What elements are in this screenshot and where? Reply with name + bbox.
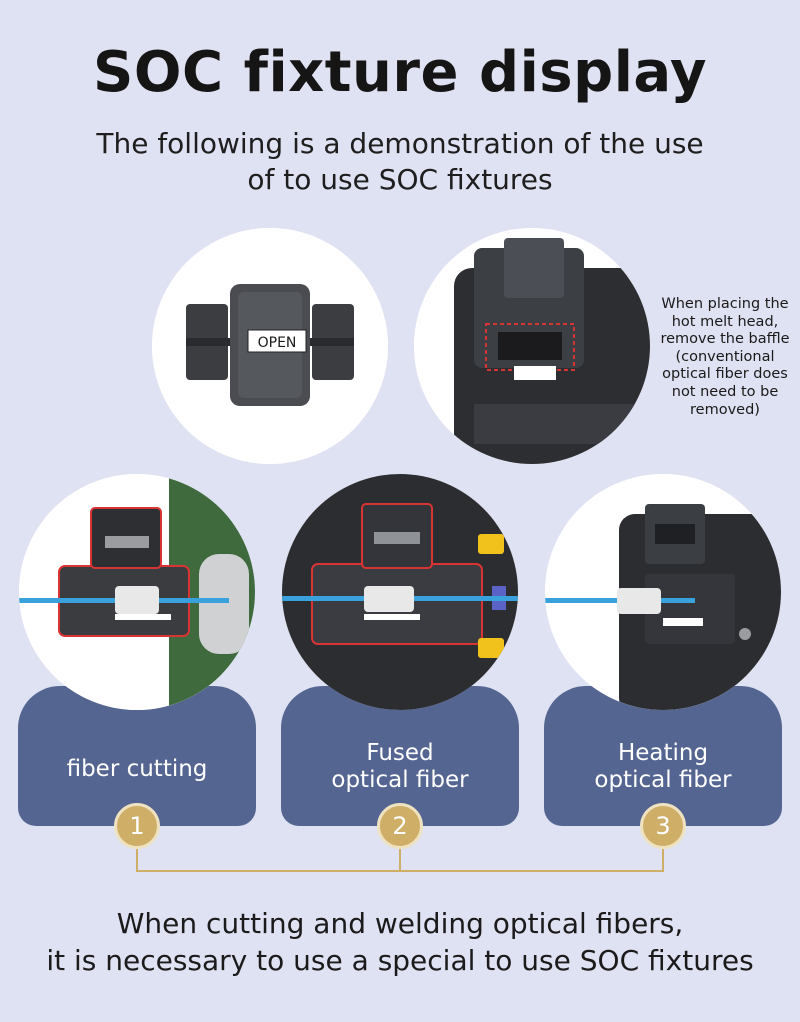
baffle-note: When placing the hot melt head, remove t…: [650, 296, 800, 419]
step-2-label-line-2: optical fiber: [331, 767, 469, 793]
splicer-baffle-illustration: [414, 228, 650, 464]
note-line: optical fiber does: [662, 366, 788, 383]
footer-text: When cutting and welding optical fibers,…: [0, 905, 800, 979]
splicer-fusing-illustration: [282, 474, 518, 710]
footer-line-2: it is necessary to use a special to use …: [46, 944, 754, 977]
baffle-photo: [414, 228, 650, 464]
note-line: (conventional: [675, 348, 775, 365]
note-line: removed): [690, 401, 760, 418]
step-2-label-line-1: Fused: [366, 740, 434, 766]
step-1-badge: 1: [114, 803, 160, 849]
note-line: remove the baffle: [660, 331, 790, 348]
note-line: not need to be: [671, 383, 779, 400]
heater-illustration: [545, 474, 781, 710]
step-2-badge: 2: [377, 803, 423, 849]
connector-stem: [136, 848, 138, 872]
fusing-photo: [282, 474, 518, 710]
fiber-cutter-illustration: [19, 474, 255, 710]
step-1-label: fiber cutting: [66, 756, 208, 782]
subtitle-line-2: of to use SOC fixtures: [247, 163, 553, 196]
subtitle-line-1: The following is a demonstration of the …: [96, 127, 704, 160]
page-subtitle: The following is a demonstration of the …: [0, 126, 800, 198]
step-3-label-line-1: Heating: [617, 740, 709, 766]
connector-stem: [399, 848, 401, 872]
fiber-cutting-photo: [19, 474, 255, 710]
note-line: hot melt head,: [671, 313, 779, 330]
connector-stem: [662, 848, 664, 872]
heating-photo: [545, 474, 781, 710]
open-label: OPEN: [258, 335, 297, 351]
step-3-badge: 3: [640, 803, 686, 849]
note-line: When placing the: [661, 296, 789, 312]
soc-fixture-photo: OPEN: [152, 228, 388, 464]
footer-line-1: When cutting and welding optical fibers,: [116, 907, 684, 940]
page-title: SOC fixture display: [93, 40, 707, 105]
step-3-label-line-2: optical fiber: [594, 767, 732, 793]
soc-fixture-illustration: OPEN: [152, 228, 388, 464]
